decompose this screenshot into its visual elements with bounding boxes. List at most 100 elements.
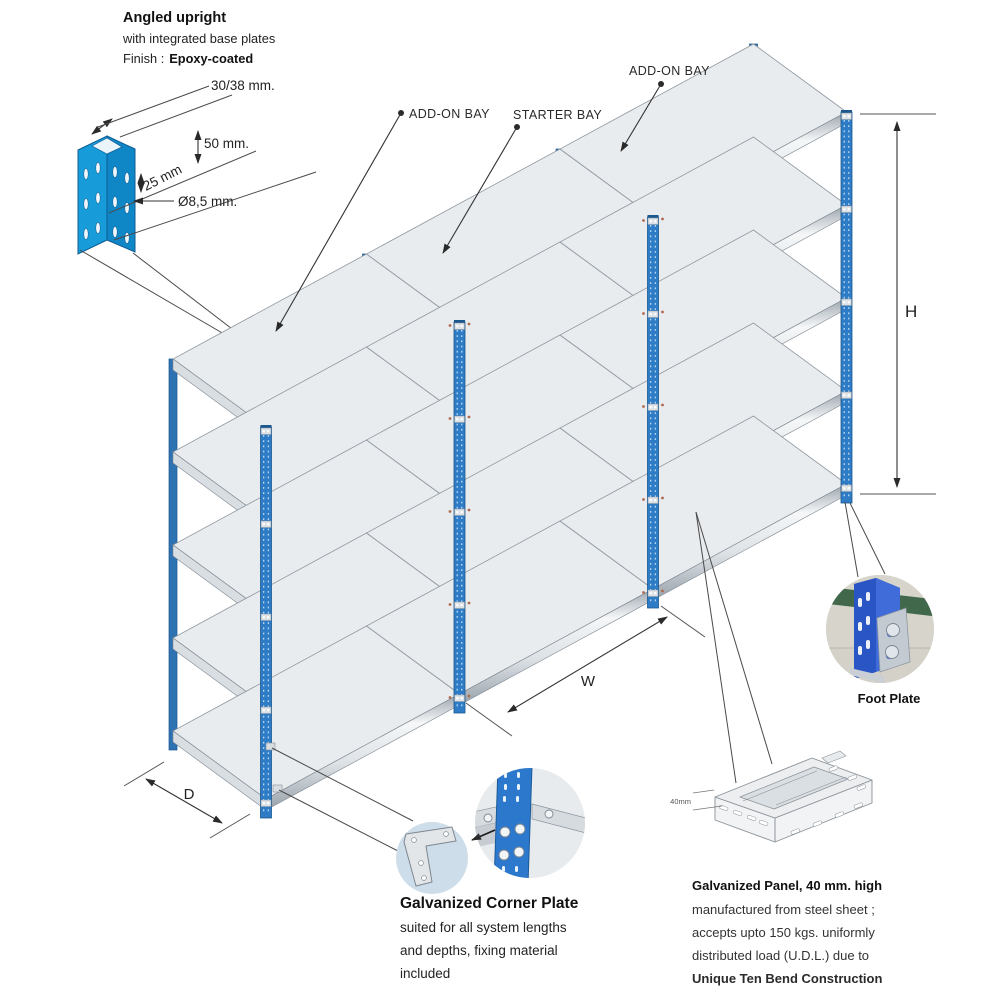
flange-dim-arrow xyxy=(91,118,113,135)
seam-clip xyxy=(642,498,645,501)
junction-plate xyxy=(647,403,659,411)
front-upright-cap xyxy=(841,110,852,113)
junction-plate xyxy=(260,613,272,621)
junction-bolt xyxy=(649,313,652,316)
upright-face-right xyxy=(106,135,136,253)
d-label: D xyxy=(184,786,195,803)
seam-clip xyxy=(642,591,645,594)
seam-clip xyxy=(467,508,471,512)
detail-title: Angled upright xyxy=(123,10,226,26)
junction-bolt xyxy=(267,709,270,712)
dimension-width: W xyxy=(465,605,706,737)
angled-upright-drawing xyxy=(77,135,136,255)
junction-bolt xyxy=(654,592,657,595)
seam-clip xyxy=(448,696,452,699)
detail-pointer-line-1 xyxy=(79,249,249,349)
corner-plate-holes xyxy=(411,831,449,881)
photo-bolt-2 xyxy=(885,645,899,659)
d-tick-right xyxy=(209,813,251,839)
shelf-seam xyxy=(366,625,460,695)
junction-plate xyxy=(647,310,659,318)
d-arrow xyxy=(145,778,223,824)
zoom-bolts xyxy=(483,809,554,861)
junction-plate xyxy=(260,427,272,435)
seam-clip xyxy=(448,603,452,606)
seam-clip xyxy=(642,405,645,408)
junction-plate xyxy=(454,694,465,702)
junction-bolt xyxy=(843,208,846,211)
angled-upright-detail: Angled upright with integrated base plat… xyxy=(77,10,317,349)
corner-plate-desc-3: included xyxy=(400,966,450,981)
bay-labels: ADD-ON BAY STARTER BAY ADD-ON BAY xyxy=(275,64,710,332)
photo-base-plate xyxy=(850,668,884,683)
junction-plate xyxy=(841,298,852,306)
junction-bolt xyxy=(847,208,850,211)
junction-bolt xyxy=(262,709,265,712)
junction-plate xyxy=(841,484,852,492)
junction-plate xyxy=(454,415,465,423)
addon-left-label: ADD-ON BAY xyxy=(409,107,490,121)
junction-bolt xyxy=(262,523,265,526)
junction-bolt xyxy=(847,487,850,490)
seam-clip xyxy=(467,322,471,326)
front-upright-cap xyxy=(454,320,465,323)
junction-bolt xyxy=(460,325,463,328)
seam-clip xyxy=(448,417,452,420)
junction-bolt xyxy=(843,394,846,397)
pitch50-text: 50 mm. xyxy=(204,136,249,151)
detail-finish: Finish :Epoxy-coated xyxy=(123,51,253,66)
pitch25-text: 25 mm xyxy=(141,162,185,194)
upright-slots xyxy=(83,162,130,244)
junction-plate xyxy=(260,799,272,807)
w-tick-right xyxy=(660,605,706,638)
seam-clip xyxy=(467,694,471,698)
junction-bolt xyxy=(460,697,463,700)
w-arrow xyxy=(507,616,668,713)
detail-finish-label: Finish : xyxy=(123,51,164,66)
seam-clip xyxy=(661,403,664,407)
zoom-upright xyxy=(493,768,533,878)
junction-bolt xyxy=(843,115,846,118)
starter-leader xyxy=(442,126,518,254)
flange-leader-2 xyxy=(119,94,233,138)
panel-dim-text: 40mm xyxy=(670,797,691,806)
zoom-shelf-edge-right xyxy=(531,803,585,834)
photo-upright-left-face xyxy=(854,578,876,679)
seam-clip xyxy=(448,510,452,513)
front-upright xyxy=(840,111,853,504)
seam-clip xyxy=(661,496,664,500)
zoom-to-plate-arrow xyxy=(471,829,496,841)
junction-bolt xyxy=(267,802,270,805)
junction-bolt xyxy=(843,301,846,304)
front-upright xyxy=(260,426,272,819)
junction-bolt xyxy=(654,499,657,502)
flange-dim-text: 30/38 mm. xyxy=(211,78,275,93)
addon-right-leader xyxy=(620,83,662,152)
shelf-seam xyxy=(559,520,654,590)
detail-subtitle: with integrated base plates xyxy=(122,31,275,46)
junction-bolt xyxy=(654,406,657,409)
junction-bolt xyxy=(654,220,657,223)
junction-plate xyxy=(260,520,272,528)
panel-leader-2 xyxy=(695,511,773,765)
corner-bracket-mark-1 xyxy=(265,742,276,751)
dimension-height: H xyxy=(860,113,936,495)
panel-slots xyxy=(718,765,866,835)
photo-foot-plate xyxy=(876,607,911,673)
junction-bolt xyxy=(262,430,265,433)
junction-bolt xyxy=(456,697,459,700)
panel-highlight: Unique Ten Bend Construction xyxy=(692,971,882,986)
panel-title: Galvanized Panel, 40 mm. high xyxy=(692,878,882,893)
w-label: W xyxy=(581,673,596,690)
junction-bolt xyxy=(460,418,463,421)
pitch-ref-line-2 xyxy=(113,171,317,241)
seam-clip xyxy=(467,415,471,419)
seam-clip xyxy=(661,217,664,221)
junction-bolt xyxy=(654,313,657,316)
flange-leader-1 xyxy=(97,85,210,128)
junction-bolt xyxy=(262,616,265,619)
foot-plate-caption: Foot Plate xyxy=(858,691,921,706)
corner-leader-2 xyxy=(278,789,401,853)
dimension-depth: D xyxy=(123,761,251,839)
